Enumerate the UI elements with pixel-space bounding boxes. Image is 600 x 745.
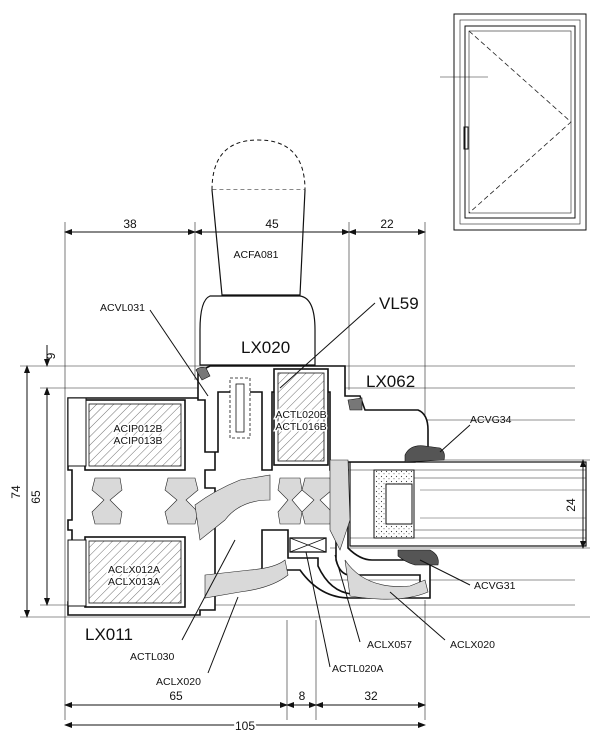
label-acvl: ACVL031 [100, 302, 145, 314]
label-aclx020-right: ACLX020 [450, 639, 495, 651]
part-labels: ACFA081 ACVL031 VL59 LX020 LX062 ACIP012… [85, 249, 516, 688]
dimension-lines [24, 229, 586, 728]
label-reinforcement-bottom-1: ACLX012A [108, 564, 160, 576]
label-reinforcement-top-1: ACIP012B [113, 423, 162, 435]
dim-bottom-right: 32 [364, 689, 378, 703]
label-aclx020-left: ACLX020 [156, 676, 201, 688]
label-actl020a: ACTL020A [332, 663, 383, 675]
label-window-accessory: VL59 [379, 294, 419, 313]
dimension-labels: 38 45 22 9 74 65 24 65 8 32 105 [9, 217, 578, 735]
dim-bottom-total: 105 [235, 719, 255, 733]
dim-left-inner: 65 [29, 490, 43, 504]
label-handle: ACFA081 [234, 249, 279, 261]
label-reinforcement-top-2: ACIP013B [113, 435, 162, 447]
dim-top-left: 38 [123, 217, 137, 231]
window-elevation-thumbnail [440, 13, 587, 231]
dim-left-outer: 74 [9, 485, 23, 499]
label-frame-profile: LX011 [85, 625, 133, 644]
label-aclx057: ACLX057 [367, 639, 412, 651]
dim-right: 24 [564, 498, 578, 512]
label-tl-top-1: ACTL020B [275, 409, 326, 421]
label-window-profile: LX020 [241, 338, 290, 357]
gaskets [195, 367, 445, 566]
dim-left-small: 9 [44, 352, 58, 359]
dim-bottom-left: 65 [169, 689, 183, 703]
label-gasket-bottom: ACVG31 [474, 580, 516, 592]
glazing-unit [349, 461, 587, 547]
frame-profile [67, 397, 216, 616]
label-gasket-top: ACVG34 [470, 414, 512, 426]
handle-shape [199, 139, 316, 366]
handle-icon [463, 126, 469, 150]
dim-bottom-middle: 8 [299, 689, 306, 703]
label-actl030: ACTL030 [130, 651, 175, 663]
leader-lines [149, 302, 471, 674]
label-tl-top-2: ACTL016B [275, 421, 326, 433]
dim-top-middle: 45 [265, 217, 279, 231]
insulation-pieces [194, 459, 429, 600]
label-reinforcement-bottom-2: ACLX013A [108, 576, 160, 588]
label-sash-profile: LX062 [366, 372, 415, 391]
dim-top-right: 22 [380, 217, 394, 231]
